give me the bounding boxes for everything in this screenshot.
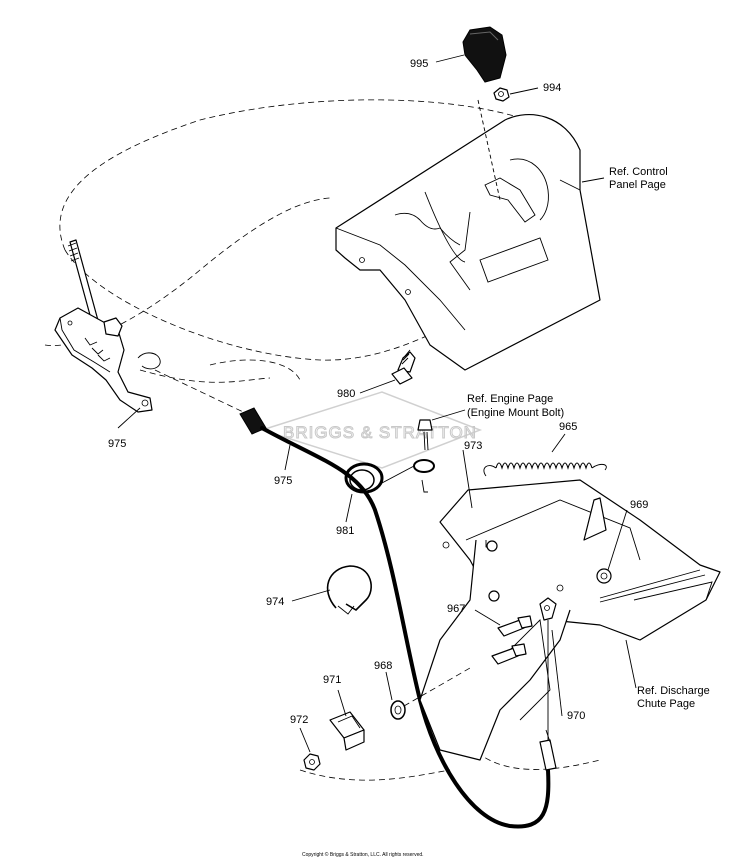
ring-981 [344, 462, 384, 494]
ref-engine-line1: Ref. Engine Page [467, 393, 553, 405]
bracket-971 [329, 711, 365, 751]
ref-discharge-line1: Ref. Discharge [637, 685, 710, 697]
callout-971: 971 [323, 674, 341, 686]
callout-981: 981 [336, 525, 354, 537]
callout-972: 972 [290, 714, 308, 726]
nut-972 [303, 753, 321, 771]
discharge-chute [419, 479, 721, 761]
callout-labels: 995 994 980 975 975 981 973 965 969 974 … [108, 58, 648, 726]
knob-995 [462, 26, 507, 83]
ref-discharge-line2: Chute Page [637, 698, 695, 710]
ref-control-panel-line1: Ref. Control [609, 166, 668, 178]
callout-973: 973 [464, 440, 482, 452]
lever-975 [54, 239, 161, 413]
cable-975 [239, 407, 557, 829]
ref-control-panel-line2: Panel Page [609, 179, 666, 191]
reference-labels: Ref. Control Panel Page Ref. Engine Page… [467, 166, 710, 710]
callout-975-cable: 975 [274, 475, 292, 487]
callout-965: 965 [559, 421, 577, 433]
washer-968 [390, 667, 471, 720]
briggs-stratton-watermark: BRIGGS & STRATTON [259, 391, 483, 469]
callout-995: 995 [410, 58, 428, 70]
watermark-text: BRIGGS & STRATTON [283, 423, 477, 442]
copyright-notice: Copyright © Briggs & Stratton, LLC. All … [302, 851, 424, 858]
bolts-967 [491, 615, 533, 665]
callout-969: 969 [630, 499, 648, 511]
callout-980: 980 [337, 388, 355, 400]
bolt-980 [391, 349, 416, 385]
clip-974 [326, 565, 372, 615]
link-970 [539, 597, 557, 740]
spring-965 [483, 462, 607, 477]
callout-970: 970 [567, 710, 585, 722]
callout-994: 994 [543, 82, 561, 94]
callout-967: 967 [447, 603, 465, 615]
control-panel [335, 99, 601, 371]
engine-mount-bolt [379, 419, 435, 493]
callout-975-lever: 975 [108, 438, 126, 450]
leader-lines [117, 54, 637, 753]
callout-974: 974 [266, 596, 284, 608]
nut-994 [493, 87, 510, 102]
ref-engine-line2: (Engine Mount Bolt) [467, 407, 564, 419]
nut-969 [596, 568, 612, 584]
callout-968: 968 [374, 660, 392, 672]
